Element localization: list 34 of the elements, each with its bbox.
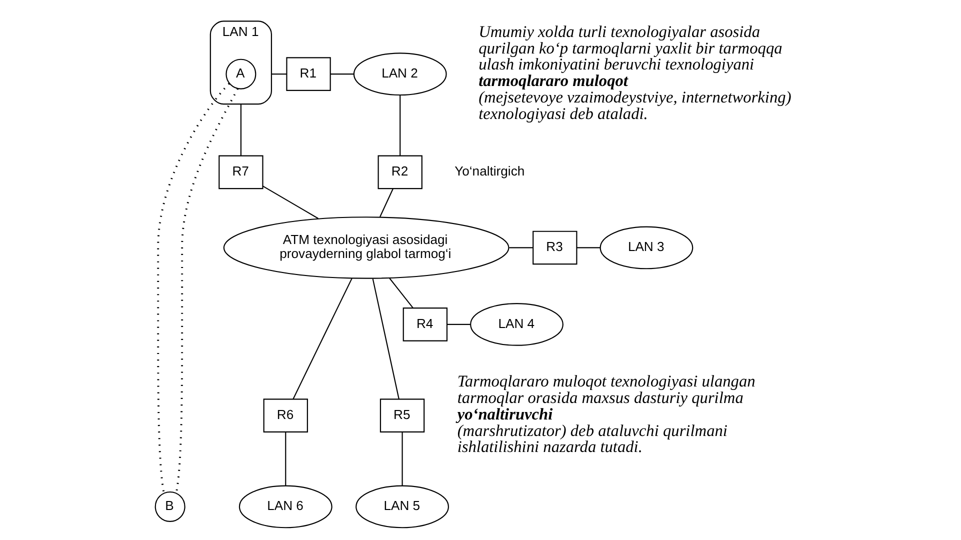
connector [271,74,287,75]
node-ellipse: LAN 4 [470,303,564,346]
node-ellipse: LAN 3 [600,226,694,270]
connector [292,278,352,400]
connector [157,82,230,494]
connector [285,432,286,486]
connector [262,186,318,219]
label: Tarmoqlararo muloqot texnologiyasi ulangan tarmoqlar orasida maxsus dasturiy qurilma yo‘naltiruvchi (marshrutizator) deb ataluvchi qurilmani ishlatilishini nazarda tutadi. [457,372,756,456]
node-ellipse: ATM texnologiyasi asosidagi provayderning glabol tarmog‘i [223,216,510,279]
node-box: R6 [263,398,308,432]
node-circle: A [226,58,256,90]
label: Yo‘naltirgich [454,164,525,179]
connector [576,247,600,248]
node-ellipse: LAN 2 [353,52,447,96]
node-box: R5 [380,398,425,432]
node-box: R4 [402,308,448,342]
node-box: R7 [218,155,264,190]
node-ellipse: LAN 6 [238,485,332,528]
connector [400,95,401,156]
connector [372,278,400,400]
node-circle: B [154,491,186,522]
connector [380,188,394,218]
connector [240,104,242,156]
node-ellipse: LAN 5 [356,485,449,528]
node-box: R3 [532,230,578,265]
node-box: R2 [378,155,422,190]
connector [389,278,414,308]
connector [402,432,403,486]
connector [175,88,239,494]
connector [330,74,354,75]
connector [509,247,533,248]
connector [447,324,470,325]
label: Umumiy xolda turli texnologiyalar asosida qurilgan ko‘p tarmoqlarni yaxlit bir tarmoqqa ulash imkoniyatini beruvchi texnologiyani tarmoqlararo muloqot (mejsetevoye vzaimodeystviye, internetworking) texnologiyasi deb ataladi. [478,22,792,123]
node-box: R1 [286,57,331,91]
